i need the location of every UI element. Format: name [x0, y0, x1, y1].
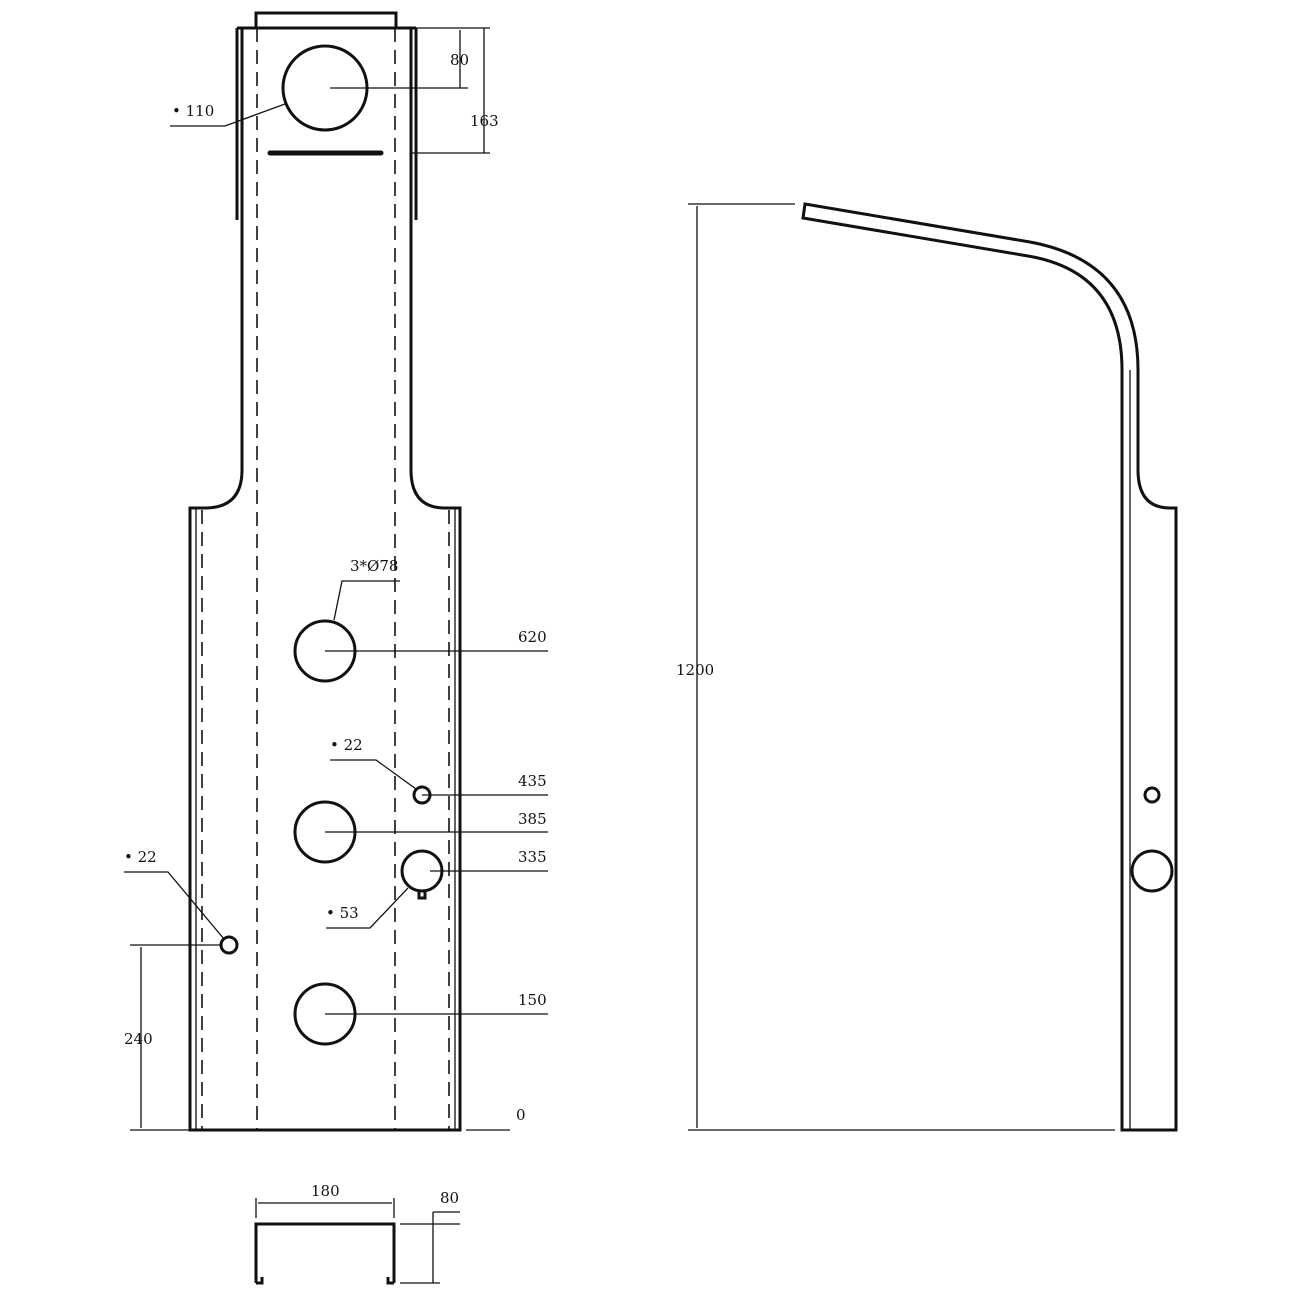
width-label: 180 — [311, 1182, 340, 1200]
hole-53-notch — [417, 891, 427, 900]
hole-53-label: • 53 — [326, 904, 359, 922]
dim-240-lines — [130, 944, 222, 1131]
side-view: 1200 — [676, 202, 1178, 1132]
dim-lines — [330, 27, 490, 154]
hole-22 — [219, 935, 239, 955]
top-hole-label: • 110 — [172, 102, 214, 120]
dim-163-label: 163 — [470, 112, 499, 130]
hole-22-label: • 22 — [124, 848, 157, 866]
level-label: 335 — [518, 848, 547, 866]
leader — [333, 580, 400, 621]
hole-53 — [1130, 849, 1174, 893]
level-label: 385 — [518, 810, 547, 828]
front-outline — [188, 11, 462, 1132]
leader — [170, 103, 286, 127]
holes-label: 3*Ø78 — [350, 557, 398, 575]
front-view: • 110 80 163 3*Ø78 • 22 • 22 • 53 620 43… — [124, 11, 548, 1132]
channel-profile — [254, 1222, 396, 1285]
hole-22-label: • 22 — [330, 736, 363, 754]
level-label: 620 — [518, 628, 547, 646]
height-label: 1200 — [676, 661, 714, 679]
section-view: 180 80 — [254, 1182, 460, 1285]
dim-80-label: 80 — [450, 51, 469, 69]
side-outline — [801, 202, 1178, 1132]
section-dim-lines — [255, 1198, 460, 1284]
leader — [330, 759, 417, 790]
leader — [124, 871, 225, 940]
level-label: 150 — [518, 991, 547, 1009]
level-label: 435 — [518, 772, 547, 790]
depth-label: 80 — [440, 1189, 459, 1207]
height-dim-lines — [688, 203, 1115, 1131]
level-lines — [325, 650, 548, 1131]
leader — [326, 887, 409, 929]
dim-240-label: 240 — [124, 1030, 153, 1048]
level-label: 0 — [516, 1106, 526, 1124]
hole-22 — [1143, 786, 1161, 804]
